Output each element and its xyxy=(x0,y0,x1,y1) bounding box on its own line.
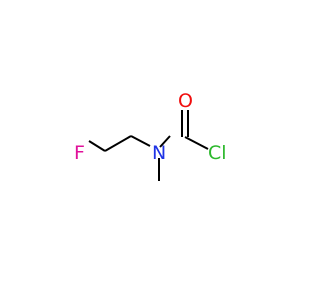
bond-n-c3 xyxy=(159,135,171,148)
bond-c1-c2 xyxy=(104,135,132,152)
atom-n: N xyxy=(152,142,166,164)
bond-f-c1 xyxy=(88,140,106,152)
atom-o: O xyxy=(178,90,193,112)
molecule-structure: F N O Cl xyxy=(74,90,227,181)
atom-f: F xyxy=(74,142,85,164)
atom-cl: Cl xyxy=(208,142,227,164)
bond-c2-n xyxy=(130,135,151,147)
bond-c3-cl xyxy=(184,136,209,150)
